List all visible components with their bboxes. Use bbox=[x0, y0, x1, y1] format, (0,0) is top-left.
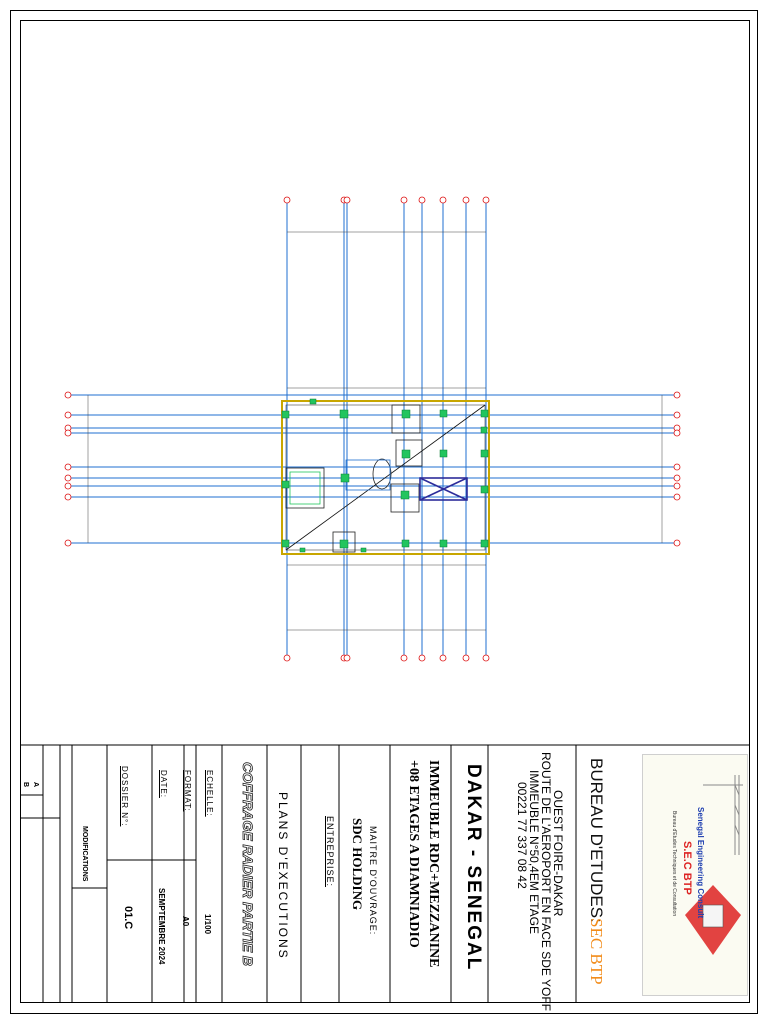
column bbox=[281, 410, 290, 419]
phone-number: 00221 77 337 08 42 bbox=[515, 782, 529, 889]
date-value: SEMPTEMBRE 2024 bbox=[157, 888, 166, 965]
owner-name: SDC HOLDING bbox=[350, 818, 365, 911]
column bbox=[480, 485, 489, 494]
bureau-name: SEC BTP bbox=[587, 918, 606, 985]
logo-company-short: S.E.C BTP bbox=[681, 841, 693, 895]
sheet-title: COFFRAGE RADIER PARTIE B bbox=[240, 762, 257, 967]
axis-bubble bbox=[673, 474, 681, 482]
address-line-3: IMMEUBLE N°50,4EM ETAGE bbox=[527, 770, 541, 934]
partition-diagonal bbox=[285, 404, 486, 551]
logo-company-name: Senegal Engineering Consult bbox=[696, 807, 705, 919]
cage-brace bbox=[419, 477, 468, 501]
column bbox=[281, 539, 290, 548]
column bbox=[439, 409, 448, 418]
plans-label: PLANS D'EXECUTIONS bbox=[276, 792, 290, 960]
column bbox=[439, 449, 448, 458]
date-label: DATE: bbox=[159, 770, 168, 798]
column bbox=[480, 449, 489, 458]
footing-pad bbox=[332, 531, 356, 553]
axis-bubble bbox=[64, 482, 72, 490]
axis-bubble bbox=[343, 196, 351, 204]
column bbox=[360, 547, 367, 553]
sheet-outer-border bbox=[10, 10, 758, 1014]
company-logo: Senegal Engineering Consult S.E.C BTP Bu… bbox=[642, 754, 748, 996]
column bbox=[401, 539, 410, 548]
column bbox=[299, 547, 306, 553]
axis-bubble bbox=[673, 482, 681, 490]
column bbox=[281, 480, 290, 489]
central-core-ellipse bbox=[372, 458, 392, 490]
axis-bubble bbox=[418, 196, 426, 204]
axis-bubble bbox=[673, 411, 681, 419]
address-line-2: ROUTE DE L'AEROPORT EN FACE SDE YOFF bbox=[539, 752, 553, 1012]
footing-pad bbox=[395, 439, 423, 467]
column bbox=[480, 539, 489, 548]
project-line-2: +08 ETAGES A DIAMNIADIO bbox=[406, 760, 421, 948]
axis-bubble bbox=[673, 429, 681, 437]
axis-bubble bbox=[64, 391, 72, 399]
revision-a: A bbox=[32, 782, 39, 788]
column bbox=[309, 398, 317, 405]
footing-pad bbox=[390, 483, 420, 513]
column bbox=[400, 490, 410, 500]
axis-bubble bbox=[343, 654, 351, 662]
axis-bubble bbox=[482, 196, 490, 204]
axis-bubble bbox=[64, 474, 72, 482]
scale-label: ECHELLE: bbox=[205, 770, 214, 817]
column bbox=[340, 473, 350, 483]
column bbox=[480, 409, 489, 418]
scale-value: 1/100 bbox=[203, 914, 212, 935]
axis-bubble bbox=[283, 196, 291, 204]
column bbox=[480, 426, 488, 434]
address-line-1: OUEST FOIRE-DAKAR bbox=[551, 790, 565, 917]
axis-bubble bbox=[400, 196, 408, 204]
axis-bubble bbox=[283, 654, 291, 662]
column bbox=[339, 409, 349, 419]
column bbox=[401, 449, 411, 459]
axis-bubble bbox=[673, 539, 681, 547]
revision-b: B bbox=[22, 782, 29, 788]
axis-bubble bbox=[439, 196, 447, 204]
footing-pad bbox=[391, 404, 421, 434]
axis-bubble bbox=[400, 654, 408, 662]
axis-bubble bbox=[64, 493, 72, 501]
modifications-label: MODIFICATIONS bbox=[81, 826, 88, 882]
axis-bubble bbox=[64, 539, 72, 547]
axis-bubble bbox=[673, 493, 681, 501]
bureau-label: BUREAU D'ETUDES: bbox=[587, 758, 606, 923]
column bbox=[401, 409, 411, 419]
contractor-label: ENTREPRISE: bbox=[325, 816, 335, 888]
folder-label: DOSSIER N°: bbox=[120, 766, 129, 827]
axis-bubble bbox=[673, 463, 681, 471]
sheet-inner-border bbox=[20, 20, 750, 1003]
axis-bubble bbox=[462, 196, 470, 204]
format-label: FORMAT: bbox=[183, 770, 192, 812]
column bbox=[439, 539, 448, 548]
axis-bubble bbox=[64, 429, 72, 437]
stair-cage bbox=[419, 477, 468, 501]
folder-value: 01.C bbox=[122, 906, 134, 930]
axis-bubble bbox=[64, 463, 72, 471]
axis-bubble bbox=[439, 654, 447, 662]
axis-bubble bbox=[64, 411, 72, 419]
column bbox=[339, 539, 349, 549]
raft-outline bbox=[281, 400, 490, 555]
axis-bubble bbox=[418, 654, 426, 662]
axis-bubble bbox=[673, 391, 681, 399]
crane-house-icon bbox=[685, 775, 743, 955]
owner-label: MAITRE D'OUVRAGE: bbox=[368, 826, 378, 936]
logo-subtitle: Bureau d'Etudes Techniques et de Consult… bbox=[671, 811, 677, 917]
project-line-1: IMMEUBLE RDC+MEZZANINE bbox=[426, 760, 441, 968]
axis-bubble bbox=[482, 654, 490, 662]
axis-bubble bbox=[462, 654, 470, 662]
format-value: A0 bbox=[181, 916, 190, 927]
lift-pit-inner bbox=[289, 471, 321, 505]
city-label: DAKAR - SENEGAL bbox=[463, 764, 484, 972]
